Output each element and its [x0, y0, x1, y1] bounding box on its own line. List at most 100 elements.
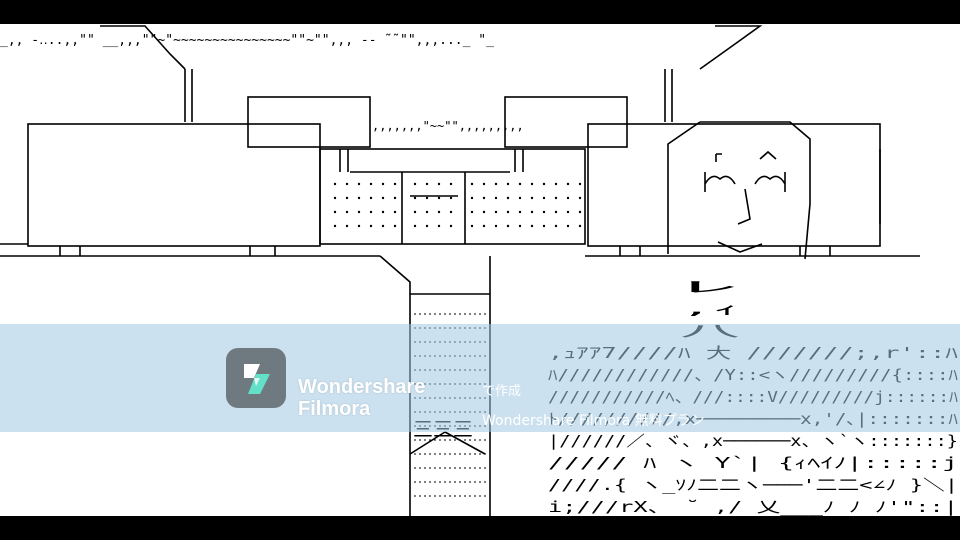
- console-dividers: [401, 172, 466, 244]
- console-dot: [345, 210, 349, 214]
- character-body-row: ////.{ ヽ_ｿﾉ二二ヽ───'二二<∠ﾉ }＼|: [548, 476, 958, 494]
- console-dot: [566, 224, 570, 228]
- console-dot: [437, 224, 441, 228]
- character-body-row: ﾚ: [680, 278, 740, 296]
- console-dot: [425, 182, 429, 186]
- console-dot: [518, 196, 522, 200]
- console-dot: [470, 210, 474, 214]
- console-dot: [357, 182, 361, 186]
- character-mouth: [717, 241, 763, 253]
- console-dot: [578, 182, 582, 186]
- console-dot: [369, 182, 373, 186]
- console-dot: [554, 182, 558, 186]
- character-brow: [715, 153, 722, 162]
- console-dot: [369, 210, 373, 214]
- speaker-left: [247, 96, 371, 148]
- made-with-text: で作成: [482, 384, 522, 399]
- character-head: [667, 121, 811, 260]
- console-dot: [482, 196, 486, 200]
- console-dot: [542, 182, 546, 186]
- console-dot: [413, 210, 417, 214]
- pole-right: [664, 69, 673, 122]
- filmora-logo-icon: [226, 348, 286, 408]
- console-dot: [470, 196, 474, 200]
- console-dot: [482, 224, 486, 228]
- character-eye-right: [754, 175, 786, 185]
- console-dot: [333, 210, 337, 214]
- ceiling-line: _,, -‥..,,"" __,,,""~"~~~~~~~~~~~~~~~""~…: [0, 33, 494, 48]
- console-dot: [369, 224, 373, 228]
- desk-left: [0, 243, 380, 257]
- ascii-art-scene: _,, -‥..,,"" __,,,""~"~~~~~~~~~~~~~~~""~…: [0, 25, 959, 516]
- console-dot: [494, 196, 498, 200]
- brand-line1: Wondershare: [298, 376, 426, 398]
- console-dot: [506, 182, 510, 186]
- console-dot: [578, 224, 582, 228]
- desk-right: [585, 246, 920, 257]
- console-dot: [554, 224, 558, 228]
- console-dot: [542, 210, 546, 214]
- pole-left: [184, 69, 193, 122]
- character-cheeks: [704, 172, 786, 192]
- console-dot: [482, 182, 486, 186]
- console-dot: [449, 182, 453, 186]
- console-dot: [333, 196, 337, 200]
- screen-left: [27, 123, 321, 247]
- console-dot: [357, 196, 361, 200]
- console-dot: [554, 210, 558, 214]
- console-dot: [449, 224, 453, 228]
- console-dot: [357, 224, 361, 228]
- console-dot: [554, 196, 558, 200]
- console-dot: [566, 182, 570, 186]
- console-dot: [437, 210, 441, 214]
- console-dot: [413, 182, 417, 186]
- console-dot: [494, 224, 498, 228]
- letterbox-bottom: [0, 516, 960, 540]
- screen-right: [587, 123, 881, 247]
- console-dot: [345, 196, 349, 200]
- console-dot: [530, 182, 534, 186]
- console-dot: [518, 210, 522, 214]
- console-dot: [578, 210, 582, 214]
- console-dot: [482, 210, 486, 214]
- console-dot: [333, 182, 337, 186]
- console: [319, 148, 586, 245]
- console-dot: [518, 224, 522, 228]
- console-dot: [449, 196, 453, 200]
- character: [667, 121, 881, 260]
- console-dot: [425, 224, 429, 228]
- console-dot: [470, 182, 474, 186]
- console-dot: [530, 210, 534, 214]
- console-dot: [542, 196, 546, 200]
- console-dot: [393, 224, 397, 228]
- character-nose: [737, 188, 751, 225]
- character-brow-right: [759, 150, 777, 160]
- character-body-row: |//////／、ヾ、,x──────x、ヽ`ヽ:::::::}: [548, 432, 958, 450]
- character-eye-left: [704, 175, 736, 185]
- console-dot: [345, 224, 349, 228]
- console-dot: [357, 210, 361, 214]
- character-body-row: ///// ﾊ ヽ Y`| {ｨﾍｲﾉ|:::::j: [548, 454, 958, 472]
- console-dot: [425, 196, 429, 200]
- console-dot: [333, 224, 337, 228]
- console-dot: [470, 224, 474, 228]
- console-dot: [530, 196, 534, 200]
- character-body-row: i;///rX、 ˘ ,/ 乂___ﾉ ﾉ ﾉ'"::|: [548, 498, 958, 516]
- console-dot: [413, 224, 417, 228]
- letterbox-top: [0, 0, 960, 24]
- console-dot: [369, 196, 373, 200]
- character-body-row: ,ｨ: [680, 300, 740, 318]
- speaker-right: [504, 96, 628, 148]
- curtain-left: [100, 25, 186, 70]
- console-dot: [437, 182, 441, 186]
- console-dot: [437, 196, 441, 200]
- console-dot: [494, 182, 498, 186]
- brand-line2: Filmora: [298, 398, 371, 420]
- console-dot: [566, 210, 570, 214]
- console-dot: [393, 196, 397, 200]
- console-dot: [381, 210, 385, 214]
- console-dot: [381, 182, 385, 186]
- console-dot: [506, 210, 510, 214]
- console-dot: [393, 210, 397, 214]
- column-triangle: [409, 431, 486, 455]
